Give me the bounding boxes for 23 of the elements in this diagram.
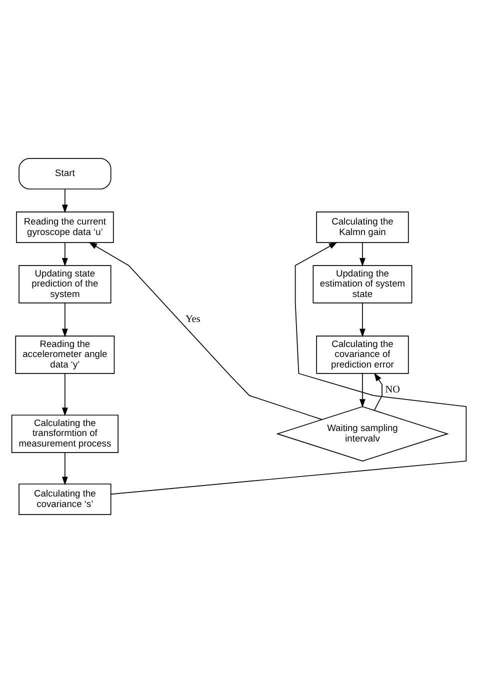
node-box: Reading the accelerometer angle data ‘y’ — [15, 336, 115, 374]
node-box: Calculating the Kalmn gain — [316, 212, 409, 243]
arrow — [360, 373, 366, 408]
edge-label: NO — [385, 384, 400, 396]
node-diamond: Waiting sampling intervalv — [276, 406, 449, 462]
arrow — [374, 372, 382, 411]
arrow — [62, 242, 68, 266]
node-box: Reading the current gyroscope data ‘u’ — [16, 212, 114, 243]
arrow — [62, 302, 68, 338]
arrow — [62, 452, 68, 486]
arrow — [62, 188, 68, 214]
node-box: Start — [18, 158, 112, 190]
arrow — [360, 242, 366, 266]
edge-label: Yes — [185, 314, 200, 326]
arrow — [360, 302, 366, 338]
node-box: Updating state prediction of the system — [18, 265, 112, 304]
node-box: Calculating the covariance of prediction error — [316, 336, 409, 374]
arrow — [88, 242, 322, 420]
arrow — [62, 373, 68, 416]
arrow — [110, 242, 467, 495]
node-box: Calculating the covariance ‘s’ — [18, 484, 112, 516]
node-box: Updating the estimation of system state — [312, 265, 412, 304]
node-box: Calculating the transformtion of measurement process — [11, 414, 118, 453]
